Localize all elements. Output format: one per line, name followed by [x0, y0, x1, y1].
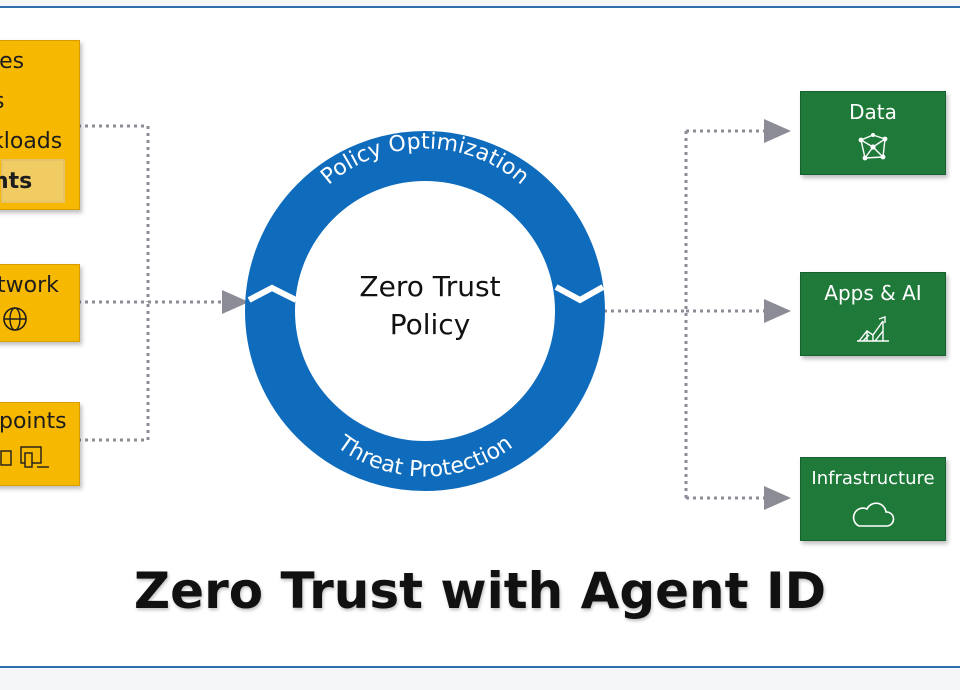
network-label: twork [0, 273, 59, 298]
center-title-line-2: Policy [389, 308, 471, 341]
endpoints-box: points [0, 402, 80, 486]
identities-line-1: ies [0, 49, 25, 74]
connector-identities [78, 124, 150, 302]
globe-icon [3, 307, 27, 331]
data-label: Data [849, 100, 897, 124]
cloud-icon [852, 502, 895, 527]
agents-highlight [1, 159, 65, 203]
page-title: Zero Trust with Agent ID [133, 562, 827, 620]
network-box: twork [0, 264, 80, 342]
policy-ring [245, 131, 605, 491]
connector-endpoints [78, 302, 150, 442]
infrastructure-box: Infrastructure [800, 457, 946, 541]
infrastructure-label: Infrastructure [811, 468, 935, 489]
network-mesh-icon [858, 133, 888, 161]
ring-notch-right [554, 284, 605, 304]
identities-line-2: s [0, 89, 4, 114]
devices-icon [0, 446, 49, 468]
growth-chart-icon [857, 316, 889, 342]
identities-line-3: kloads [0, 129, 63, 154]
apps-label: Apps & AI [824, 281, 922, 305]
data-box: Data [800, 91, 946, 175]
endpoints-label: points [0, 409, 67, 434]
identities-line-4: nts [0, 169, 33, 194]
center-title-line-1: Zero Trust [359, 270, 501, 303]
apps-box: Apps & AI [800, 272, 946, 356]
identities-box: ies s kloads nts [0, 40, 80, 210]
ring-notch-left [247, 284, 298, 303]
